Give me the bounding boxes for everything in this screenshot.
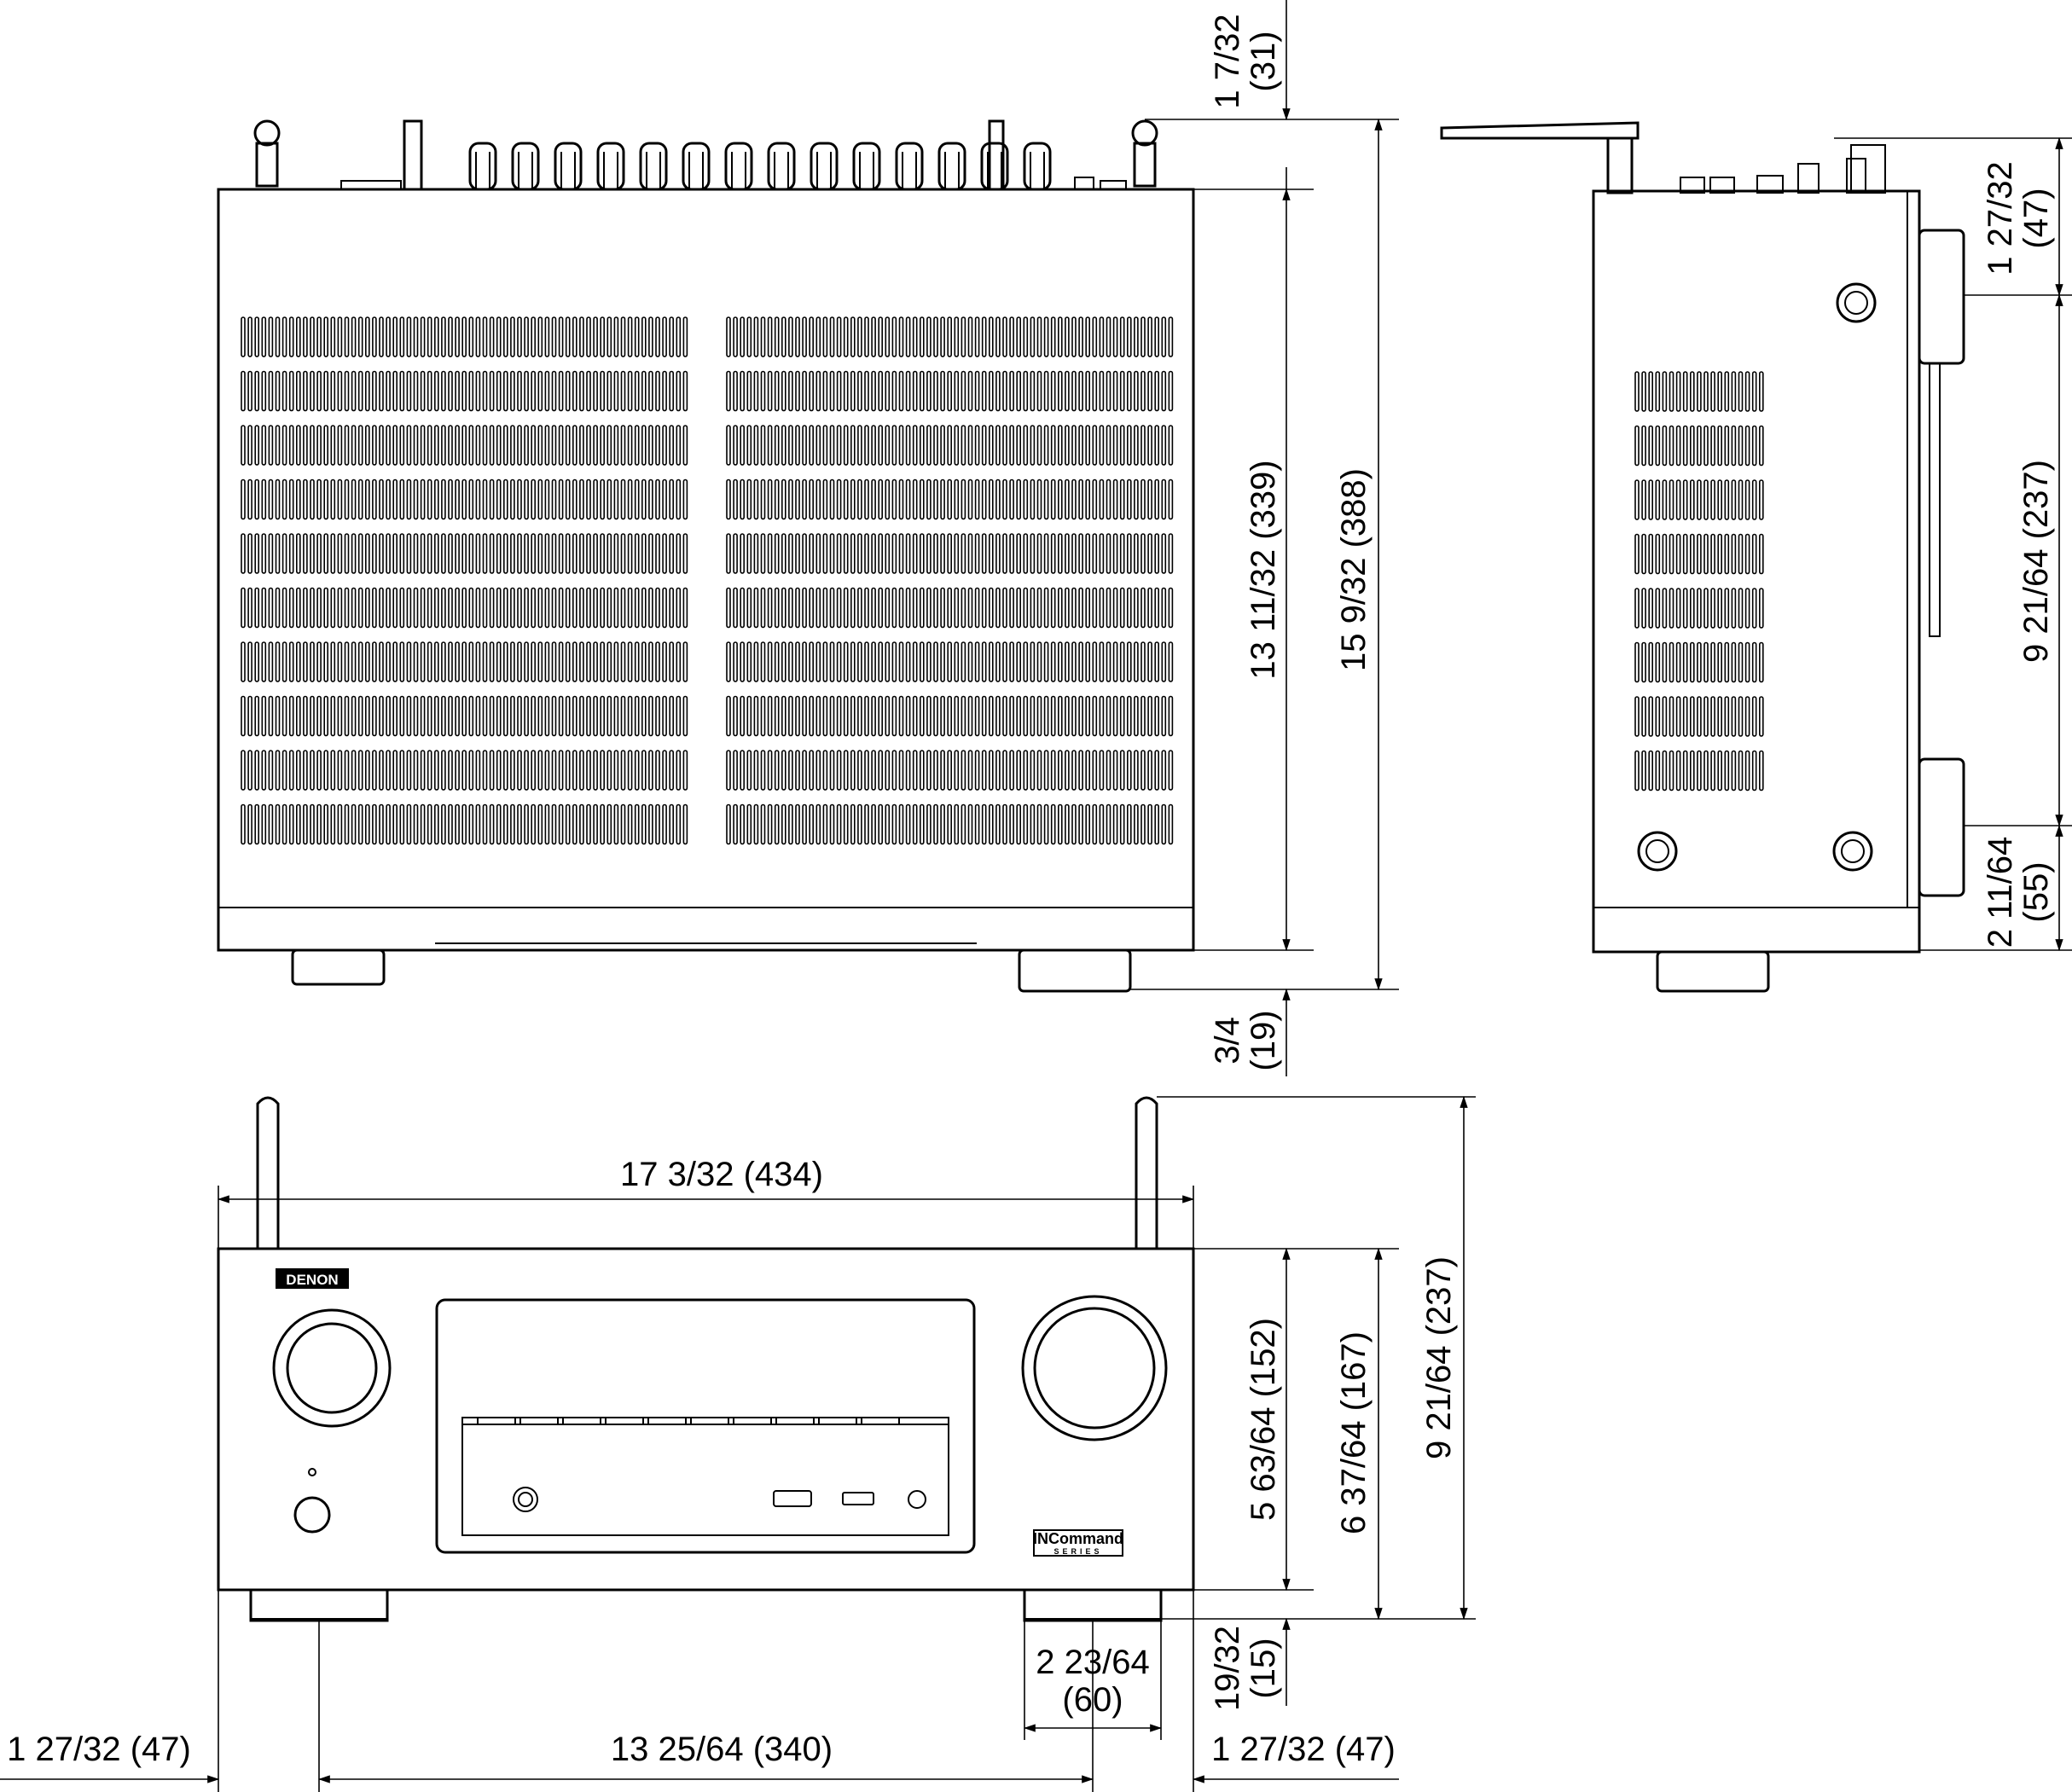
top-view bbox=[217, 119, 1195, 993]
dim-front-width: 17 3/32 (434) bbox=[620, 1156, 823, 1193]
top-foot-right bbox=[1018, 948, 1132, 993]
top-vents bbox=[241, 316, 1174, 845]
extension-lines bbox=[218, 119, 2072, 1792]
front-antenna-left bbox=[256, 1096, 280, 1250]
front-foot-left bbox=[249, 1588, 389, 1622]
dim-front-protrusion-line2: (19) bbox=[1245, 1010, 1282, 1070]
top-chassis bbox=[217, 188, 1195, 952]
dim-foot-width-line1: 2 23/64 bbox=[1036, 1644, 1149, 1681]
hdmi-port-icon bbox=[773, 1490, 812, 1507]
top-antenna-left bbox=[253, 119, 281, 188]
power-indicator-icon bbox=[308, 1468, 316, 1476]
dim-side-bottom-line1: 2 11/64 bbox=[1982, 837, 2019, 948]
brand-logo-text: DENON bbox=[286, 1272, 338, 1288]
side-foot bbox=[1656, 950, 1770, 993]
dim-foot-height-line2: (15) bbox=[1245, 1638, 1282, 1698]
top-antenna-right bbox=[1131, 119, 1158, 188]
screw-icon bbox=[1637, 282, 1877, 872]
display-window bbox=[435, 1298, 976, 1554]
dim-right-margin: 1 27/32 (47) bbox=[1211, 1731, 1396, 1768]
dim-side-top-line1: 1 27/32 bbox=[1982, 161, 2019, 275]
top-foot-left bbox=[291, 948, 386, 986]
badge-main-text: INCommand bbox=[1033, 1530, 1123, 1547]
front-buttons bbox=[477, 1417, 900, 1425]
dimension-labels: 1 7/32 (31) 13 11/32 (339) 15 9/32 (388)… bbox=[7, 14, 2055, 1768]
headphone-jack-icon bbox=[513, 1487, 538, 1512]
side-antenna bbox=[1440, 121, 1640, 140]
side-vents bbox=[1634, 371, 1764, 792]
dim-front-height-feet: 6 37/64 (167) bbox=[1335, 1331, 1373, 1534]
dim-front-protrusion-line1: 3/4 bbox=[1209, 1017, 1246, 1064]
dim-foot-spacing: 13 25/64 (340) bbox=[611, 1731, 833, 1768]
dim-top-antenna-line1: 1 7/32 bbox=[1209, 14, 1246, 108]
volume-knob-left bbox=[272, 1308, 392, 1428]
aux-port-icon bbox=[908, 1490, 926, 1509]
dim-side-top-line2: (47) bbox=[2017, 188, 2055, 248]
usb-port-icon bbox=[842, 1492, 874, 1505]
badge-sub-text: SERIES bbox=[1053, 1547, 1102, 1556]
dim-side-bottom-line2: (55) bbox=[2017, 861, 2055, 922]
dim-top-depth-total: 15 9/32 (388) bbox=[1335, 468, 1373, 671]
power-button-icon bbox=[293, 1496, 331, 1534]
dim-foot-width-line2: (60) bbox=[1062, 1681, 1123, 1719]
dim-top-antenna-line2: (31) bbox=[1245, 31, 1282, 91]
rear-terminals bbox=[340, 142, 1127, 191]
brand-logo bbox=[276, 1268, 349, 1289]
dim-front-total-height: 9 21/64 (237) bbox=[1420, 1256, 1458, 1459]
front-chassis bbox=[217, 1247, 1195, 1592]
incommand-badge bbox=[1033, 1529, 1123, 1557]
master-knob-right bbox=[1021, 1295, 1168, 1441]
dim-top-depth-body: 13 11/32 (339) bbox=[1245, 460, 1282, 679]
front-foot-right bbox=[1023, 1588, 1163, 1622]
front-antenna-right bbox=[1135, 1096, 1158, 1250]
dim-side-middle: 9 21/64 (237) bbox=[2017, 460, 2055, 663]
dim-left-margin: 1 27/32 (47) bbox=[7, 1731, 191, 1768]
side-view bbox=[1440, 121, 1965, 993]
dim-front-body-height: 5 63/64 (152) bbox=[1245, 1318, 1282, 1521]
dim-foot-height-line1: 19/32 bbox=[1209, 1626, 1246, 1711]
